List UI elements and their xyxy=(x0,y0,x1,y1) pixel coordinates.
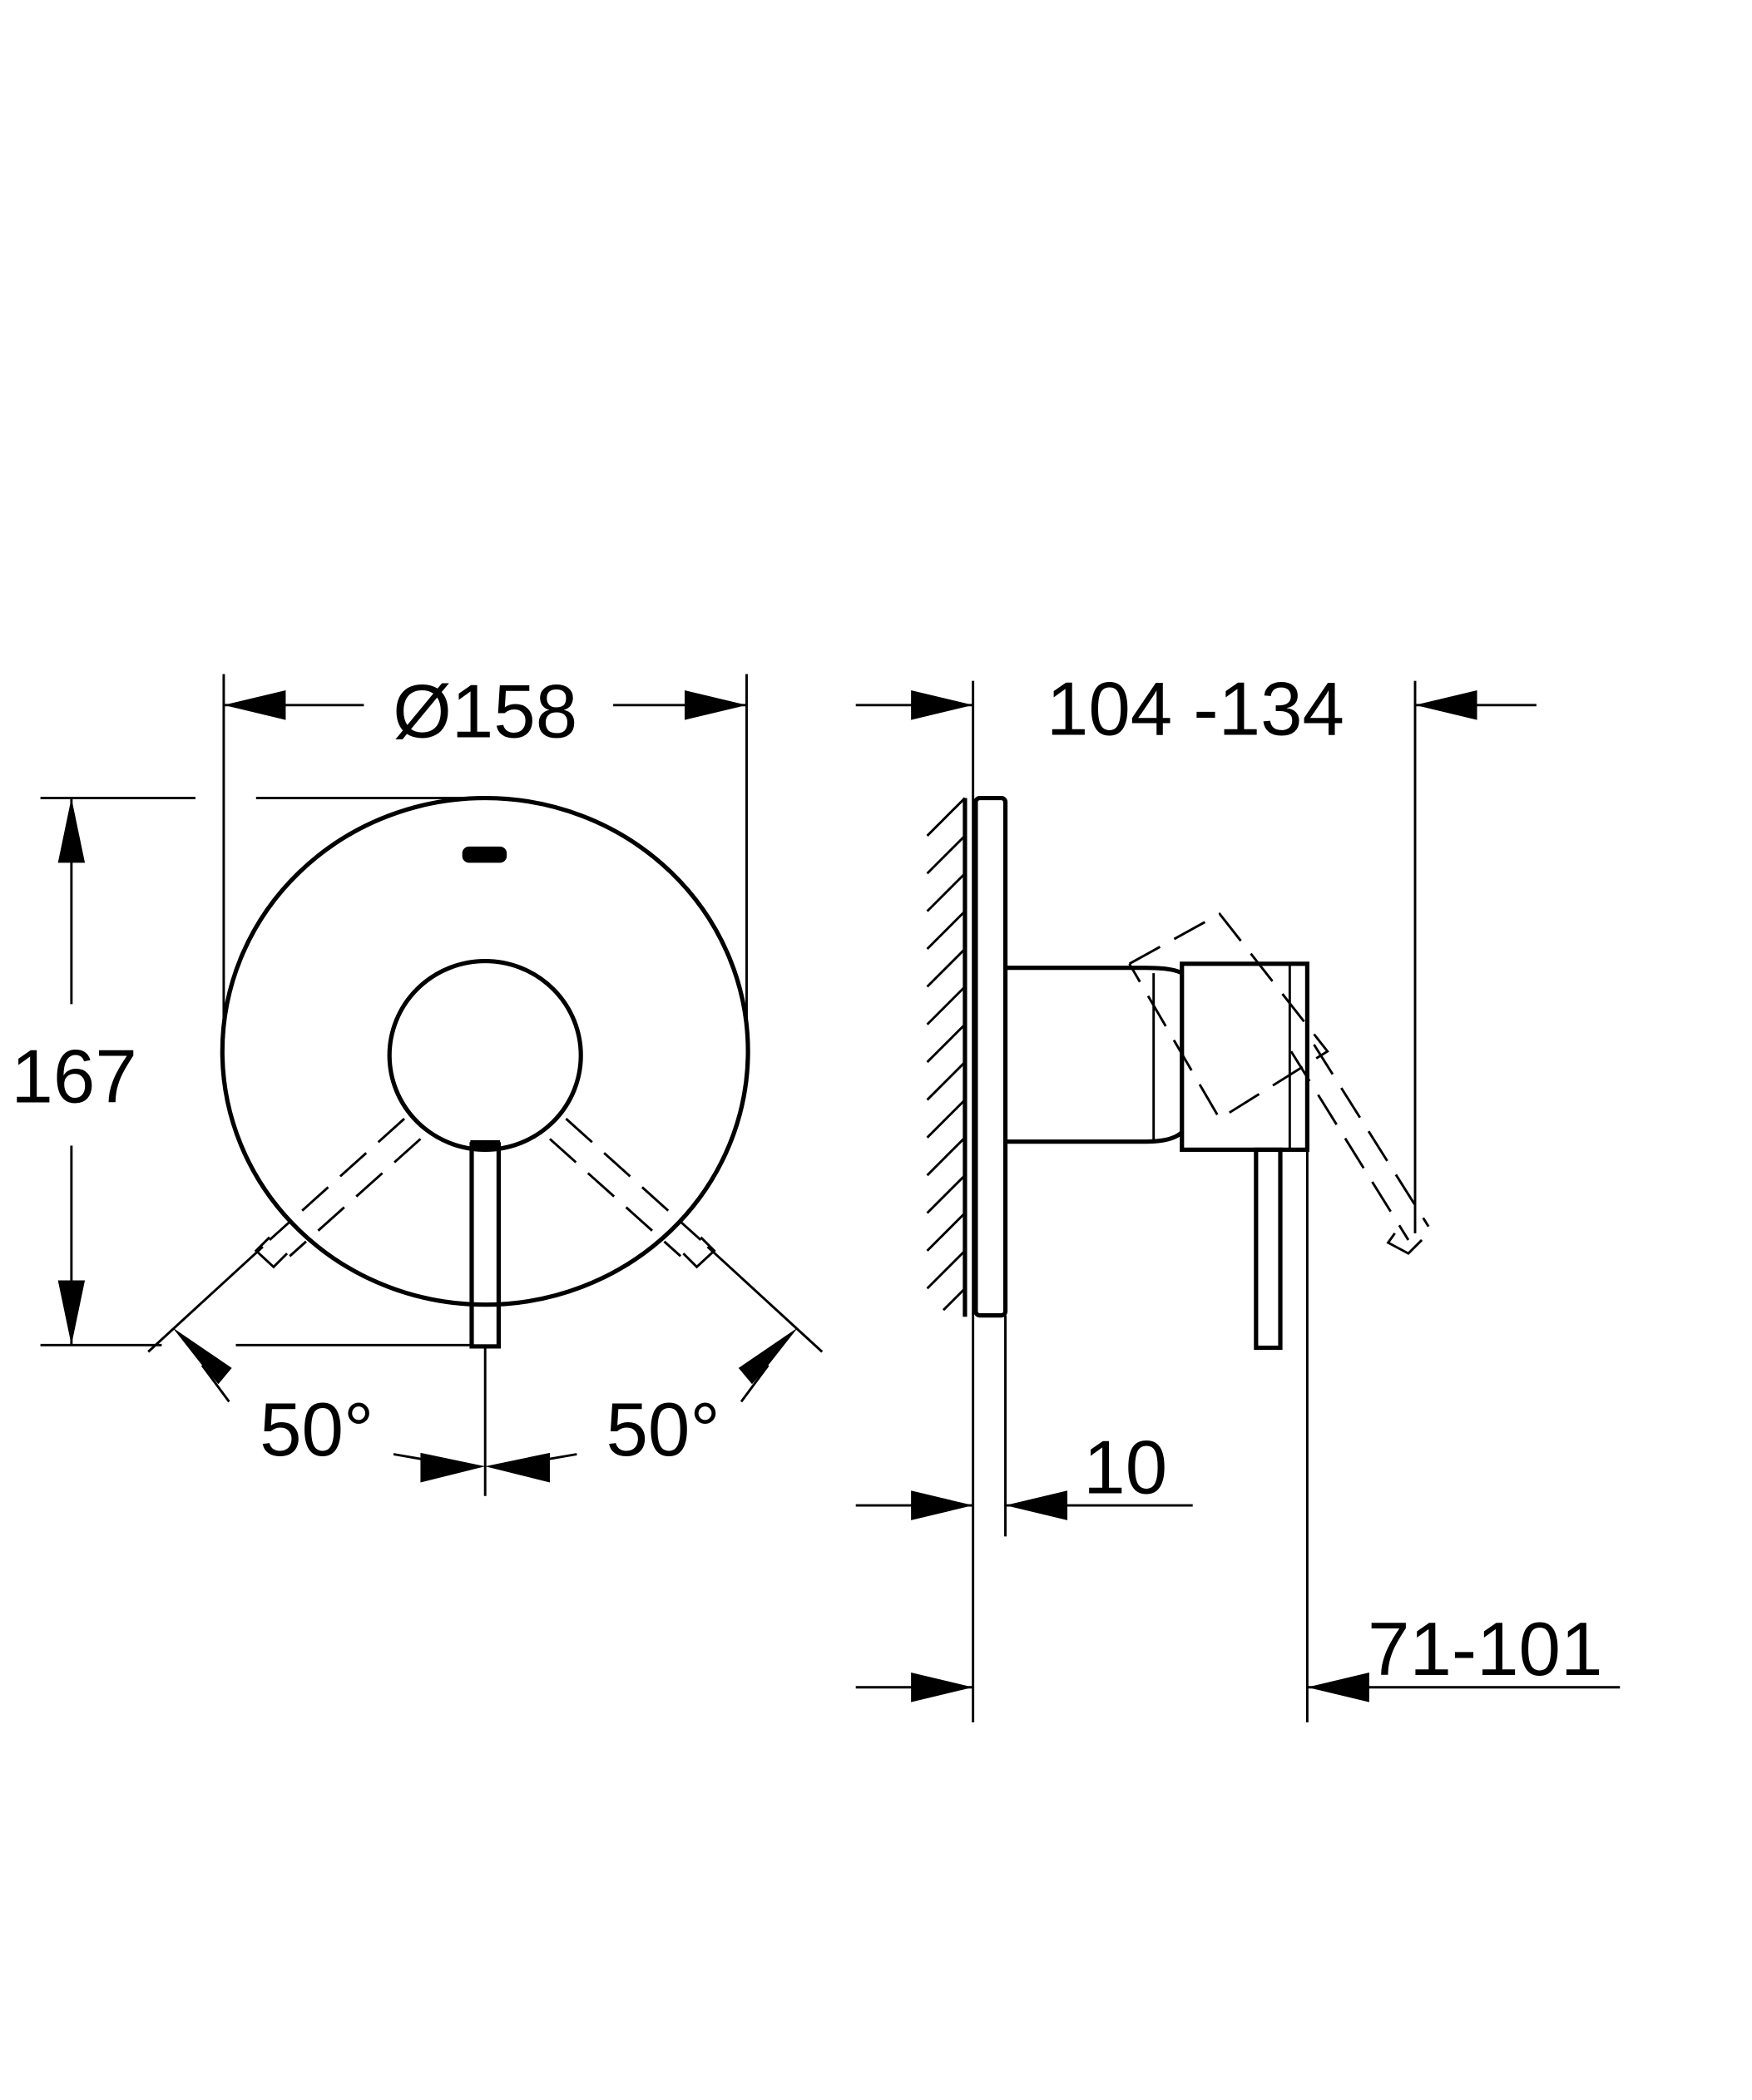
angle-left-dimension: 50° xyxy=(260,1388,374,1472)
brand-logo-icon xyxy=(462,846,507,863)
height-dimension: 167 xyxy=(11,1035,136,1119)
lever-handle xyxy=(469,1142,501,1349)
angle-right-dimension: 50° xyxy=(606,1388,720,1472)
rotated-lever-left xyxy=(254,1118,422,1269)
lever-side xyxy=(1254,1147,1283,1351)
side-view: 104 -134 xyxy=(855,667,1621,1722)
handle-hub xyxy=(387,958,583,1152)
rosette-plate xyxy=(973,795,1008,1318)
wall-hatching xyxy=(926,797,968,1317)
handle-block xyxy=(1180,961,1309,1152)
rotated-handle-outline xyxy=(1128,912,1430,1255)
projection-dimension: 104 -134 xyxy=(1047,667,1344,751)
handle-body xyxy=(1007,966,1184,1144)
rosette-outline xyxy=(220,795,750,1307)
front-view: Ø158 167 xyxy=(11,670,824,1496)
rotated-lever-right xyxy=(548,1118,716,1269)
plate-thickness-dimension: 10 xyxy=(1083,1426,1167,1510)
lever-projection-dimension: 71-101 xyxy=(1368,1608,1602,1692)
diameter-dimension: Ø158 xyxy=(393,670,577,754)
